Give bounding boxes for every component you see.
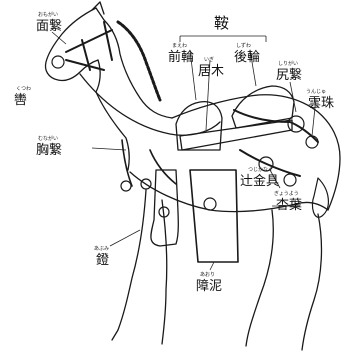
breast-collar [122,140,176,186]
tsujikanagu-ruby: つじかなぐ [248,168,273,173]
kutsuwa-ruby: くつわ [16,87,31,92]
shirigai-ruby: しりがい [278,62,298,67]
stirrup [151,170,178,246]
front-leg-right [162,200,167,344]
abumi-label: 鐙 [96,254,109,267]
maewa-ruby: まえわ [172,44,187,49]
saddle-title: 鞍 [214,16,229,31]
shizuwa-ruby: しずわ [236,44,251,49]
munagai-label: 胸繋 [36,144,62,157]
tsujikanagu-label: 辻金具 [240,175,279,188]
igi-label: 居木 [198,65,224,78]
aori-ruby: あおり [200,273,215,278]
maewa-label: 前輪 [168,51,194,64]
aori-label: 障泥 [196,280,222,293]
munagai-ruby: むながい [38,137,58,142]
gyoyo-label: 杏葉 [276,199,302,212]
omogai-label: 面繋 [36,20,62,33]
bridle-straps [66,22,112,70]
hind-leg-right [302,214,321,350]
abumi-ruby: あぶみ [94,247,109,252]
crupper-straps [234,110,318,176]
kutsuwa-label: 轡 [14,94,27,107]
hind-leg-left [246,210,273,346]
shizuwa-label: 後輪 [234,51,260,64]
horse-ear [92,2,104,14]
gyoyo-ruby: ぎょうよう [274,192,299,197]
horse-throat-line [96,60,100,92]
unju-ruby: うんじゅ [306,90,326,95]
shirigai-label: 尻繋 [276,69,302,82]
omogai-ruby: おもがい [38,13,58,18]
horse-head-outline [96,8,172,118]
unju-label: 雲珠 [308,97,334,110]
mudguard [190,170,238,262]
saddle-seat [180,120,292,150]
front-leg-left [112,190,146,340]
reins [80,74,220,135]
horse-mane [118,22,160,100]
igi-ruby: いぎ [204,58,214,63]
